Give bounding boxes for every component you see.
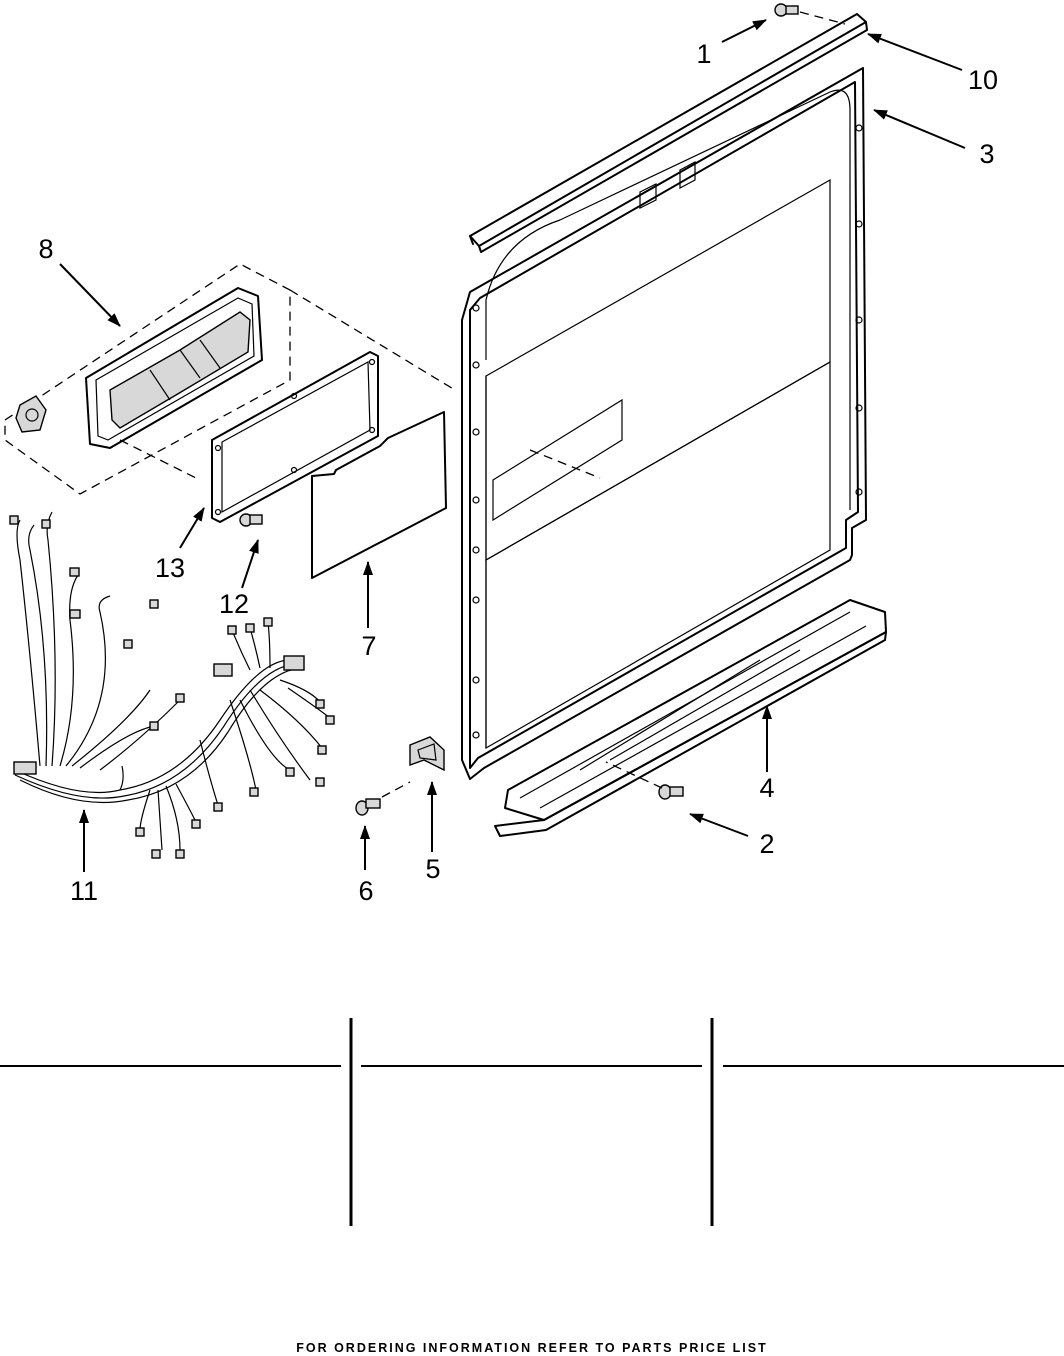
screw-part-6: [355, 781, 411, 816]
leader-lines: [59, 19, 966, 872]
wire-harness: [9, 511, 335, 859]
table-column-2: [361, 1020, 702, 1220]
callout-11: 11: [70, 876, 98, 906]
parts-list-table: [0, 1018, 1064, 1226]
table-column-3: [723, 1020, 1064, 1220]
ordering-information-note: FOR ORDERING INFORMATION REFER TO PARTS …: [296, 1341, 768, 1355]
leader-10: [867, 33, 963, 71]
leader-12: [241, 539, 259, 589]
callout-6: 6: [358, 876, 373, 906]
leader-8: [59, 263, 121, 327]
leader-1: [721, 19, 767, 43]
callout-1: 1: [696, 39, 711, 69]
gasket-part-13: [211, 351, 379, 523]
callout-13: 13: [155, 553, 185, 583]
callout-12: 12: [219, 589, 249, 619]
callout-8: 8: [38, 234, 53, 264]
callout-4: 4: [759, 773, 774, 803]
insulation-board: [311, 411, 447, 579]
bottom-trim-rail: [494, 599, 887, 837]
callout-labels: 1 10 3 8 13 12 7 4 2 11 6 5: [38, 39, 998, 906]
leader-3: [873, 109, 966, 149]
callout-5: 5: [425, 854, 440, 884]
table-column-1: [0, 1020, 341, 1220]
control-module-assembly: [4, 263, 456, 495]
callout-7: 7: [361, 631, 376, 661]
screw-part-12: [239, 513, 263, 527]
leader-13: [179, 507, 205, 549]
screw-part-1: [774, 3, 846, 25]
leader-2: [689, 813, 749, 837]
callout-10: 10: [968, 65, 998, 95]
callout-2: 2: [759, 829, 774, 859]
clip-part-5: [409, 736, 445, 772]
callout-3: 3: [979, 139, 994, 169]
screw-part-2: [605, 761, 684, 800]
outer-door-panel: [461, 67, 867, 780]
top-trim-strip: [469, 13, 868, 253]
